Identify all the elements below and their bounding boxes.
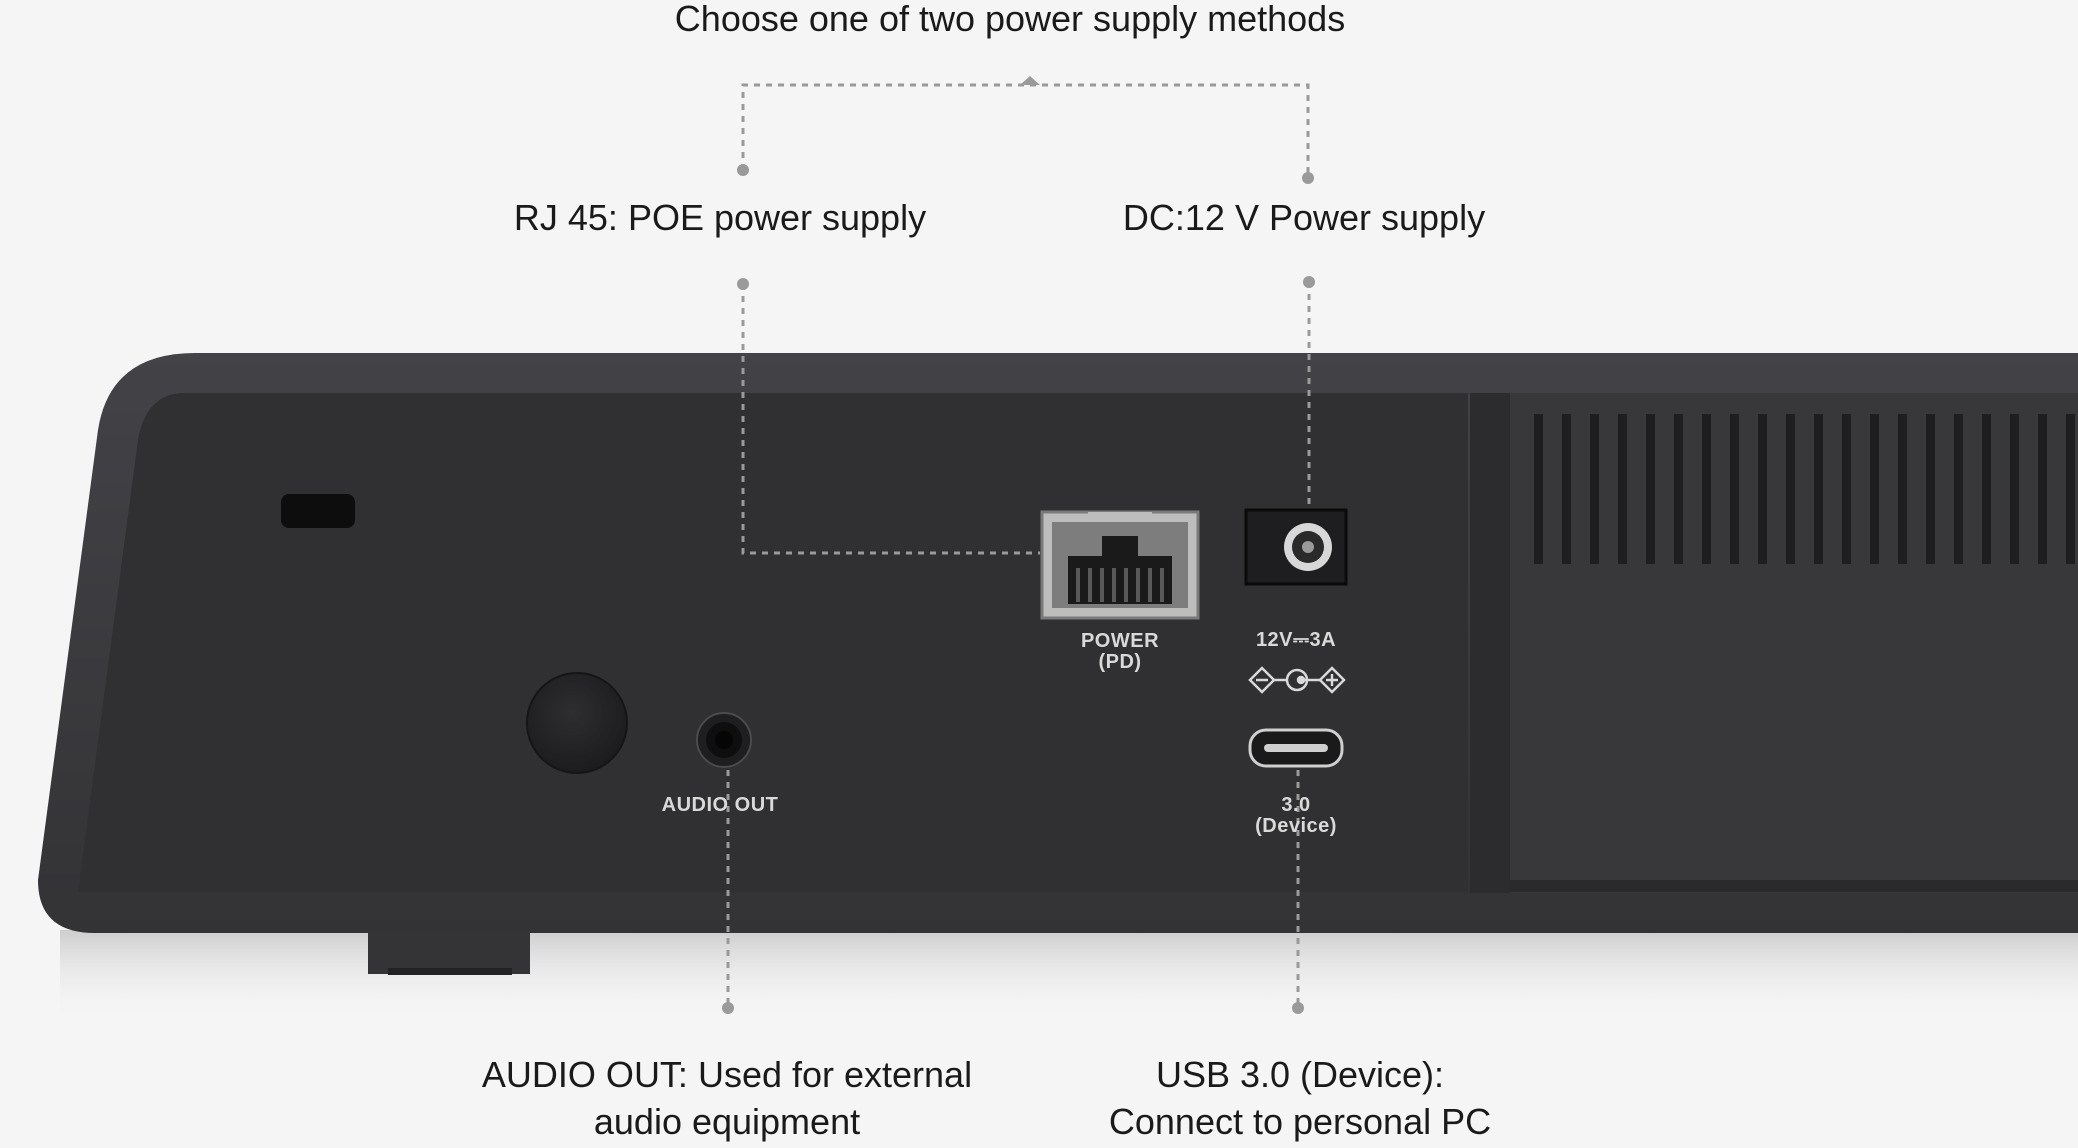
- callout-audio-line2: audio equipment: [593, 1101, 861, 1142]
- leader-dots: [722, 76, 1315, 1014]
- lock-slot-icon: [281, 494, 355, 528]
- device-foot: [368, 930, 530, 974]
- speaker-section: [1470, 393, 2078, 893]
- speaker-grille: [1534, 414, 2075, 564]
- audio-jack-port: [696, 712, 752, 768]
- label-audio-out: AUDIO OUT: [640, 795, 800, 816]
- callout-rj45-text: RJ 45: POE power supply: [513, 197, 927, 238]
- callout-power-methods: Choose one of two power supply methods: [610, 0, 1410, 42]
- label-power-pd: POWER (PD): [1040, 631, 1200, 673]
- floor-shadow: [60, 930, 2078, 1020]
- leader-line-power-choice: [741, 83, 1310, 178]
- callout-audio-line1: AUDIO OUT: Used for external: [481, 1054, 973, 1095]
- callout-audio-out: AUDIO OUT: Used for external audio equip…: [427, 1051, 1027, 1145]
- callout-dc: DC:12 V Power supply: [1054, 194, 1554, 241]
- round-button: [526, 672, 628, 774]
- callout-dc-text: DC:12 V Power supply: [1122, 197, 1486, 238]
- callout-rj45: RJ 45: POE power supply: [470, 194, 970, 241]
- label-power-line1: POWER: [1080, 630, 1160, 652]
- label-usb-line2: (Device): [1255, 815, 1337, 837]
- label-usb-line1: 3.0: [1281, 794, 1311, 816]
- leader-line-rj45: [741, 284, 1040, 555]
- callout-usb-line1: USB 3.0 (Device):: [1155, 1054, 1445, 1095]
- usb-c-port: [1248, 728, 1344, 768]
- ethernet-port: [1040, 510, 1200, 620]
- dc-power-port: [1244, 508, 1348, 586]
- callout-power-methods-text: Choose one of two power supply methods: [674, 0, 1346, 39]
- label-audio-out-text: AUDIO OUT: [661, 794, 779, 816]
- label-power-line2: (PD): [1098, 651, 1142, 673]
- polarity-icon: [1248, 666, 1346, 694]
- label-usb-device: 3.0 (Device): [1216, 795, 1376, 837]
- callout-usb-line2: Connect to personal PC: [1108, 1101, 1492, 1142]
- label-dc-rating-text: 12V⎓3A: [1255, 629, 1337, 651]
- label-dc-rating: 12V⎓3A: [1226, 630, 1366, 651]
- leader-lines: [726, 83, 1311, 1008]
- callout-usb: USB 3.0 (Device): Connect to personal PC: [1000, 1051, 1600, 1145]
